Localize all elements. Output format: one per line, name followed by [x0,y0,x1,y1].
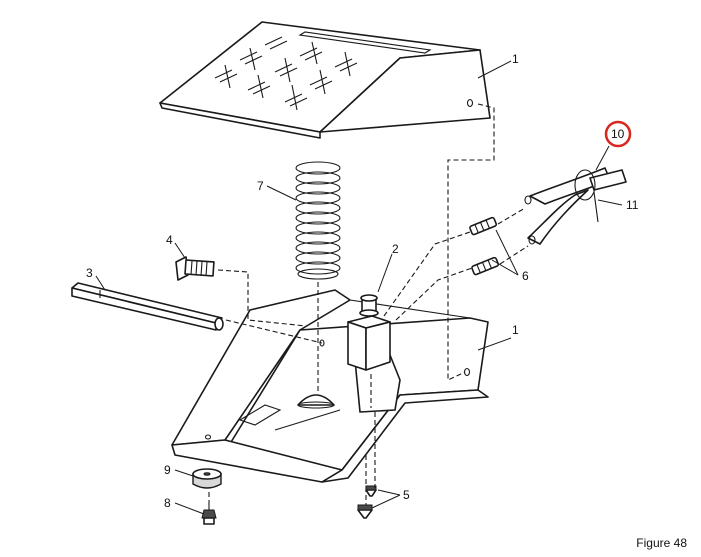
switch-cable [524,167,627,245]
callout-7: 7 [257,179,264,193]
callout-10: 10 [611,127,625,141]
base-screws [357,485,377,519]
callout-9: 9 [164,463,171,477]
pivot-shaft [71,282,224,331]
assembly-lines [208,103,529,505]
compression-spring [295,161,341,280]
adjustment-screw [175,256,215,281]
foot-screw [201,500,217,525]
tread-pattern [214,36,358,111]
foot-switch [347,294,391,371]
callout-1-top: 1 [512,52,519,66]
callout-1-bottom: 1 [512,323,519,337]
callout-2: 2 [392,242,399,256]
callout-4: 4 [166,233,173,247]
cable-tie [574,169,599,223]
rubber-foot [192,468,222,489]
callout-3: 3 [86,266,93,280]
leader-lines [95,60,623,515]
callout-11: 11 [626,198,639,212]
base-frame [171,289,489,483]
figure-caption: Figure 48 [636,536,687,550]
callout-5: 5 [403,488,410,502]
callout-8: 8 [164,496,171,510]
callout-6: 6 [522,269,529,283]
callout-10-highlight-circle [604,120,632,148]
terminal-connectors [469,216,500,276]
treadle-cover-plate [159,21,491,139]
